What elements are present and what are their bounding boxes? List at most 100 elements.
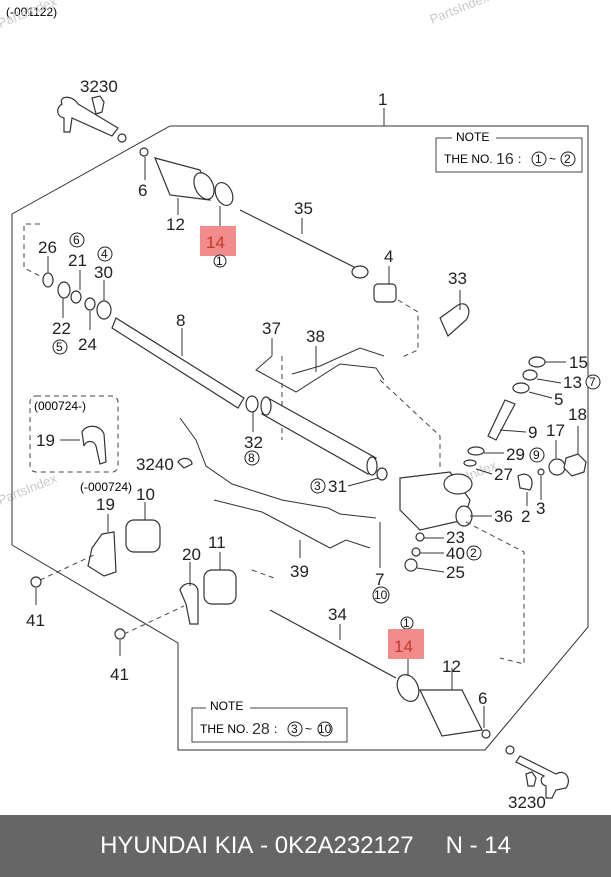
label-3230-top: 3230 <box>80 77 118 96</box>
label-8: 8 <box>176 311 185 330</box>
label-9: 9 <box>528 423 537 442</box>
tie-rod-end-bottom <box>505 745 569 799</box>
dashed-lower <box>251 569 275 579</box>
range-code: (-001122) <box>6 5 57 19</box>
svg-text:16: 16 <box>496 151 514 168</box>
bushing-11 <box>203 552 237 605</box>
label-5: 5 <box>554 390 563 409</box>
parts-diagram: (-001122) PartsIndex PartsIndex PartsInd… <box>0 0 601 812</box>
svg-text:19: 19 <box>36 431 55 450</box>
label-38: 38 <box>306 327 325 346</box>
label-7: 7 <box>375 570 384 589</box>
label-6-top: 6 <box>138 181 147 200</box>
variant-box-after: (000724-) 19 <box>29 395 119 473</box>
hydraulic-lines <box>255 338 441 470</box>
part-33 <box>439 290 470 337</box>
highlight-part-14-bottom[interactable]: 1 14 <box>388 616 424 676</box>
label-34: 34 <box>328 605 347 624</box>
label-32: 32 <box>244 433 263 452</box>
label-20: 20 <box>182 545 201 564</box>
svg-text:2: 2 <box>564 152 571 166</box>
label-2: 2 <box>521 507 530 526</box>
svg-text:3: 3 <box>291 722 298 736</box>
label-17: 17 <box>546 421 565 440</box>
svg-text:THE NO.: THE NO. <box>200 722 249 736</box>
svg-text:14: 14 <box>394 637 413 656</box>
nut-41-b <box>114 628 126 640</box>
label-18: 18 <box>568 405 587 424</box>
label-30: 30 <box>94 263 113 282</box>
ref-9: 9 <box>533 448 540 462</box>
label-6-bottom: 6 <box>478 689 487 708</box>
ref-6: 6 <box>73 233 80 247</box>
ref-2: 2 <box>470 546 477 560</box>
label-36: 36 <box>494 507 513 526</box>
footer-bar: HYUNDAI KIA - 0K2A232127 N - 14 <box>0 815 611 877</box>
svg-text:NOTE: NOTE <box>456 130 489 144</box>
gear-housing <box>399 471 492 531</box>
watermark: PartsIndex <box>428 0 492 27</box>
label-41-b: 41 <box>110 665 129 684</box>
rack-bar <box>111 317 259 413</box>
footer-ref: N - 14 <box>445 832 511 859</box>
bracket-19-old <box>39 514 117 581</box>
label-11: 11 <box>208 533 226 552</box>
nut-41-a <box>30 576 42 588</box>
svg-text:~: ~ <box>305 722 312 736</box>
label-37: 37 <box>262 319 281 338</box>
highlight-part-14-top[interactable]: 14 1 <box>200 226 236 268</box>
ref-8: 8 <box>248 451 255 465</box>
label-3240: 3240 <box>136 455 174 474</box>
cylinder-tube <box>260 396 388 481</box>
pinion-parts <box>463 356 587 506</box>
label-22: 22 <box>52 319 71 338</box>
svg-text:~: ~ <box>549 152 556 166</box>
nuts-cluster <box>404 532 445 573</box>
label-3: 3 <box>536 499 545 518</box>
label-35: 35 <box>294 199 313 218</box>
inner-tie-rod-bottom <box>269 609 420 702</box>
assembly-outline <box>11 125 589 751</box>
svg-text:1: 1 <box>535 152 542 166</box>
dashed-group-left <box>23 223 45 279</box>
part-4 <box>373 266 419 359</box>
svg-text:10: 10 <box>318 722 332 736</box>
svg-text:NOTE: NOTE <box>210 699 243 713</box>
svg-text:28: 28 <box>252 721 270 738</box>
ref-5: 5 <box>56 340 63 354</box>
ref-4: 4 <box>101 247 108 261</box>
label-10: 10 <box>136 485 155 504</box>
note-box-bottom: NOTE THE NO. 28 : 3 ~ 10 <box>191 699 348 743</box>
part-3240 <box>177 457 193 469</box>
footer-dash: - <box>260 832 269 859</box>
ref-10: 10 <box>374 588 388 602</box>
svg-text::: : <box>274 722 277 736</box>
watermark: PartsIndex <box>0 470 59 507</box>
boot-bottom <box>419 668 491 739</box>
inner-tie-rod-top <box>239 209 369 279</box>
label-13: 13 <box>563 373 582 392</box>
svg-text:THE NO.: THE NO. <box>444 152 493 166</box>
label-24: 24 <box>78 335 97 354</box>
tie-rod-end-top <box>57 95 127 143</box>
svg-text:1: 1 <box>216 254 223 268</box>
footer-brand: HYUNDAI KIA <box>100 832 254 859</box>
footer-part-number: 0K2A232127 <box>274 832 414 859</box>
label-19-b: 19 <box>96 495 115 514</box>
return-hose <box>213 499 371 549</box>
svg-text:14: 14 <box>206 233 225 252</box>
label-26: 26 <box>38 238 57 257</box>
boot-top <box>139 147 234 226</box>
label-25: 25 <box>446 563 465 582</box>
bracket-20 <box>123 562 199 635</box>
svg-text:(000724-): (000724-) <box>34 399 86 413</box>
seal-rings-left <box>42 256 112 330</box>
pressure-hose <box>179 417 377 519</box>
label-40: 40 <box>446 544 465 563</box>
svg-text::: : <box>518 152 521 166</box>
label-4: 4 <box>384 247 393 266</box>
ref-7: 7 <box>589 375 596 389</box>
label-1: 1 <box>378 90 387 109</box>
label-41-a: 41 <box>26 611 45 630</box>
label-3230-bottom: 3230 <box>508 793 546 812</box>
